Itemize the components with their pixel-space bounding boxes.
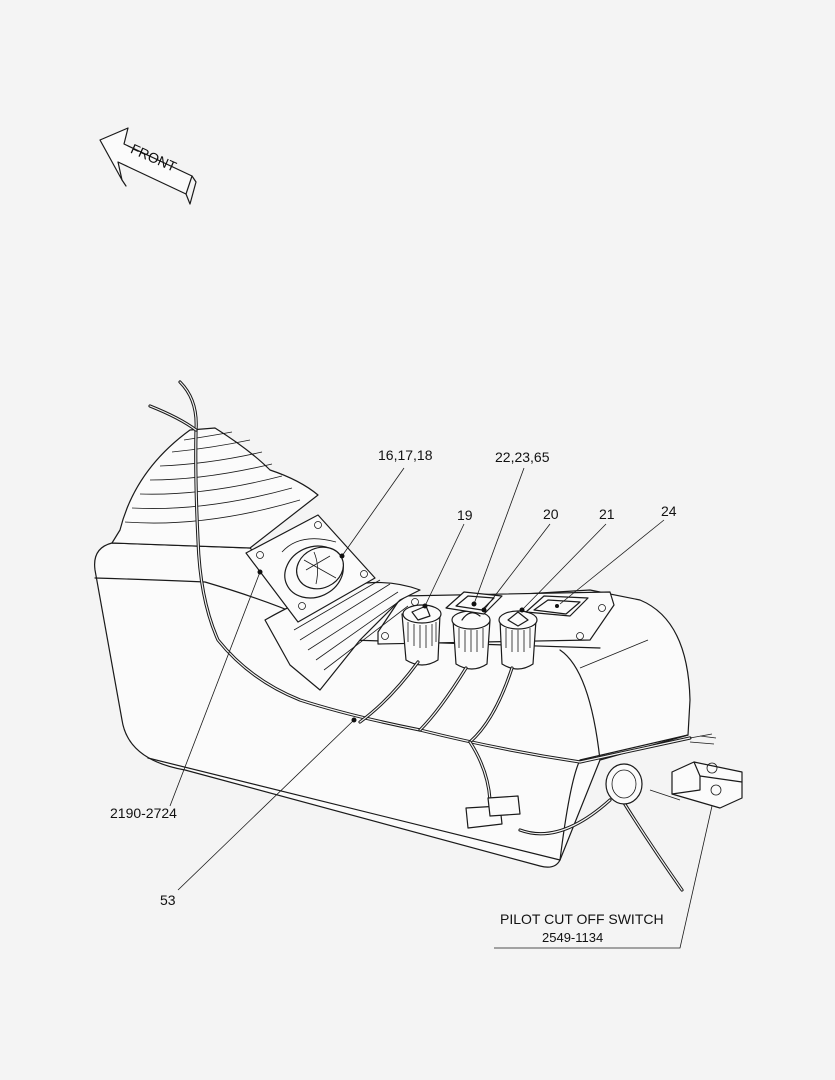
connector-block [465, 795, 521, 829]
callout-20: 20 [543, 506, 559, 522]
lever-boot [111, 427, 319, 549]
front-direction-arrow: FRONT [99, 127, 197, 205]
rocker-switch-24 [525, 595, 589, 617]
callout-22-23-65: 22,23,65 [495, 449, 550, 465]
leader-lines [169, 467, 713, 949]
throttle-dial-assembly [245, 514, 376, 623]
grommet [605, 763, 643, 805]
pilot-switch-title: PILOT CUT OFF SWITCH [500, 911, 664, 927]
switch-knob-20 [451, 610, 491, 670]
callout-16-17-18: 16,17,18 [378, 447, 433, 463]
callout-24: 24 [661, 503, 677, 519]
callout-labels: 16,17,18 22,23,65 19 20 21 24 2190-2724 … [110, 447, 677, 945]
callout-53: 53 [160, 892, 176, 908]
switch-knob-19 [401, 604, 442, 666]
pilot-cut-off-switch [649, 761, 743, 809]
switch-knob-21 [498, 610, 538, 670]
callout-19: 19 [457, 507, 473, 523]
callout-2190-2724: 2190-2724 [110, 805, 177, 821]
pilot-switch-part-number: 2549-1134 [542, 930, 603, 945]
callout-21: 21 [599, 506, 615, 522]
